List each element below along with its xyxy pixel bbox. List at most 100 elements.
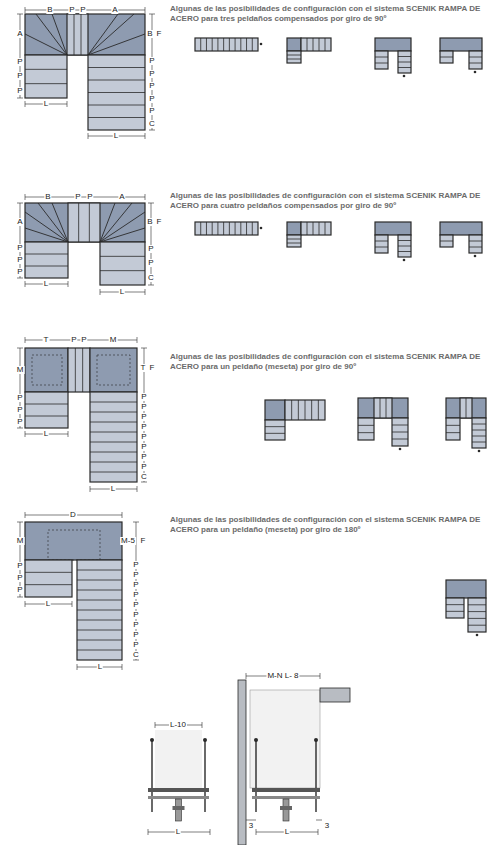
- tread-line: [446, 611, 464, 612]
- dimension-label: T: [43, 336, 50, 344]
- tread-line: [229, 38, 230, 51]
- stair-flight: [375, 235, 388, 253]
- dimension-label: F: [149, 364, 156, 372]
- tread-line: [88, 105, 145, 106]
- tread-line: [252, 38, 253, 51]
- dimension-tick: [210, 829, 211, 835]
- dimension-label: L-10: [169, 721, 187, 729]
- dimension-label: D: [69, 511, 77, 519]
- landing: [375, 222, 411, 235]
- dimension-label: P: [16, 418, 23, 426]
- dimension-tick: [145, 7, 146, 13]
- dimension-label: C: [132, 651, 140, 659]
- post-cap: [314, 738, 318, 742]
- stair-flight: [195, 222, 258, 235]
- tread-line: [313, 222, 314, 235]
- tread-line: [246, 38, 247, 51]
- tread-line: [90, 462, 137, 463]
- tread-line: [468, 618, 486, 619]
- tread-line: [212, 38, 213, 51]
- post: [255, 740, 256, 812]
- direction-dot: [403, 75, 406, 78]
- dimension-label: P: [132, 591, 139, 599]
- direction-dot: [260, 43, 263, 46]
- dimension-label: P: [16, 562, 23, 570]
- winder-line: [36, 14, 67, 55]
- dimension-tick: [25, 512, 26, 518]
- dimension-label: M-N L- 8: [266, 672, 299, 680]
- landing: [90, 348, 137, 392]
- tread-line: [375, 57, 388, 58]
- dimension-label: P: [140, 463, 147, 471]
- dimension-label: P: [140, 453, 147, 461]
- dimension-label: A: [111, 6, 118, 14]
- dimension-label: L: [45, 600, 51, 608]
- dimension-label: B: [46, 6, 53, 14]
- tread-line: [307, 38, 308, 51]
- dimension-line: [151, 203, 152, 285]
- dimension-label: P: [140, 433, 147, 441]
- dimension-label: P: [132, 621, 139, 629]
- tread-line: [81, 14, 82, 55]
- tread-line: [287, 239, 301, 240]
- dimension-label: P: [140, 443, 147, 451]
- dimension-line: [20, 348, 21, 428]
- dimension-label: P: [16, 244, 23, 252]
- tread-line: [90, 422, 137, 423]
- tread-line: [375, 63, 388, 64]
- heading-text: Algunas de las posibilidades de configur…: [170, 4, 495, 23]
- dimension-label: P: [16, 256, 23, 264]
- dimension-tick: [320, 673, 321, 679]
- tread-line: [200, 38, 201, 51]
- tread-line: [287, 55, 301, 56]
- tread-line: [77, 640, 122, 641]
- dimension-label: P: [140, 393, 147, 401]
- direction-dot: [476, 634, 479, 637]
- tread-line: [398, 62, 411, 63]
- tread-line: [25, 404, 68, 405]
- tread-line: [217, 38, 218, 51]
- stair-flight: [287, 51, 301, 63]
- tread-line: [472, 436, 486, 437]
- dimension-label: P: [148, 107, 155, 115]
- landing: [265, 400, 285, 420]
- dimension-label: P: [16, 87, 23, 95]
- dimension-tick: [133, 660, 139, 661]
- stair-flight: [472, 418, 486, 448]
- dimension-tick: [25, 281, 26, 287]
- dimension-tick: [141, 482, 147, 483]
- tread-line: [77, 590, 122, 591]
- landing: [440, 38, 482, 51]
- tread-line: [240, 222, 241, 235]
- tread-line: [440, 57, 453, 58]
- dimension-label: C: [147, 274, 155, 282]
- tread-bar: [148, 796, 209, 799]
- dimension-label: P: [148, 70, 155, 78]
- dimension-label: B: [44, 193, 51, 201]
- dimension-label: P: [16, 406, 23, 414]
- dimension-tick: [25, 7, 26, 13]
- stair-flight: [25, 392, 68, 428]
- dimension-tick: [17, 203, 23, 204]
- stair-flight: [460, 398, 472, 418]
- dimension-label: P: [70, 336, 77, 344]
- winder-line: [25, 228, 68, 242]
- winder-line: [88, 14, 118, 55]
- tread-line: [472, 424, 486, 425]
- dimension-tick: [145, 194, 146, 200]
- stair-flight: [301, 38, 331, 51]
- post-cap: [150, 738, 154, 742]
- winder-line: [100, 203, 115, 242]
- stair-flight: [392, 418, 408, 446]
- beam: [320, 688, 350, 702]
- winder-line: [100, 203, 132, 242]
- stair-flight: [287, 235, 301, 247]
- tread-line: [25, 416, 68, 417]
- dimension-label: P: [148, 82, 155, 90]
- dimension-label: P: [16, 394, 23, 402]
- tread-line: [100, 270, 145, 271]
- stair-flight: [90, 392, 137, 482]
- dimension-tick: [318, 829, 319, 835]
- stair-flight: [25, 560, 72, 597]
